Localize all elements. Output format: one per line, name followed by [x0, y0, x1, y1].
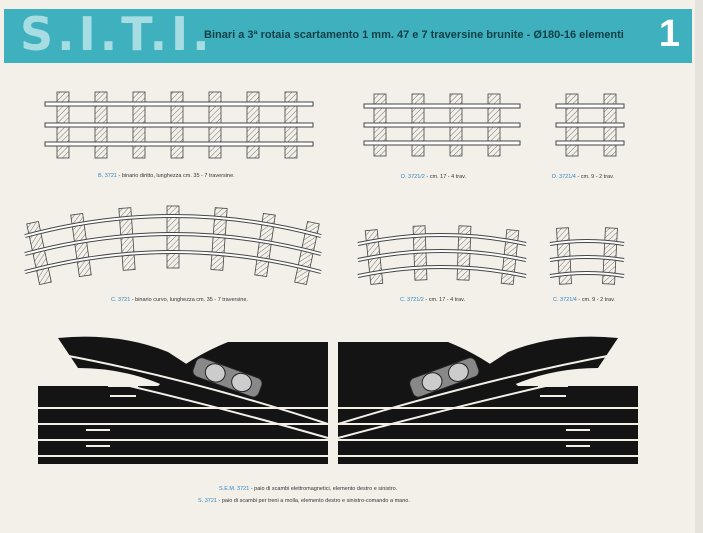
caption-switch-spring: S. 3721 - paio di scambi per treni a mol… [198, 498, 410, 504]
page-title: Binari a 3ª rotaia scartamento 1 mm. 47 … [204, 29, 624, 41]
straight-track-full [44, 91, 314, 159]
header-band: S.I.T.I. Binari a 3ª rotaia scartamento … [4, 7, 692, 63]
straight-track-quarter [555, 93, 625, 157]
caption-curve-full: C. 3721 - binario curvo, lunghezza cm. 3… [111, 297, 248, 303]
curved-track-half [357, 225, 527, 285]
caption-straight-full: B. 3721 - binario diritto, lunghezza cm.… [98, 173, 235, 179]
curved-track-full [24, 205, 322, 286]
brand-logo: S.I.T.I. [20, 7, 214, 61]
caption-straight-half: D. 3721/2 - cm. 17 - 4 trav. [401, 174, 467, 180]
caption-straight-quarter: D. 3721/4 - cm. 9 - 2 trav. [552, 174, 614, 180]
switch-right-illustration [337, 336, 638, 464]
page-edge [695, 0, 703, 533]
page-number: 1 [658, 13, 680, 55]
straight-track-half [363, 93, 521, 157]
caption-curve-half: C. 3721/2 - cm. 17 - 4 trav. [400, 297, 466, 303]
curved-track-quarter [549, 227, 625, 285]
switch-left-illustration [38, 336, 329, 464]
caption-switch-electro: S.E.M. 3721 - paio di scambi elettromagn… [219, 486, 398, 492]
caption-curve-quarter: C. 3721/4 - cm. 9 - 2 trav. [553, 297, 615, 303]
